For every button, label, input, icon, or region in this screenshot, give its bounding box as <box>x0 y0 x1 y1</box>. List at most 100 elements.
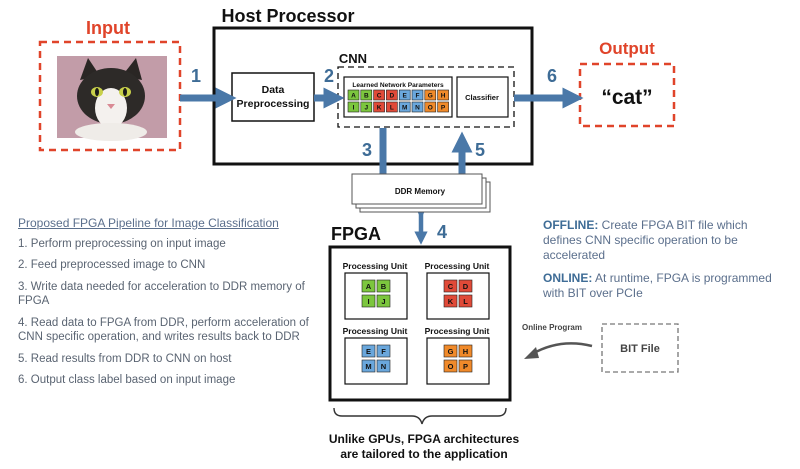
param-cell-label: B <box>364 93 369 100</box>
processing-unit-cell <box>376 279 391 293</box>
pipeline-step: 3. Write data needed for acceleration to… <box>18 280 305 308</box>
data-preprocessing-box <box>231 72 315 122</box>
fpga-title: FPGA <box>331 224 381 244</box>
data-preprocessing-label-1: Data <box>262 84 285 96</box>
param-cell <box>437 101 449 113</box>
param-cell <box>373 89 385 101</box>
param-cell-label: E <box>403 93 408 100</box>
pipeline-step: 2. Feed preprocessed image to CNN <box>18 259 206 271</box>
cat-image <box>57 56 167 141</box>
param-cell <box>424 89 437 101</box>
param-cell-label: C <box>377 93 382 100</box>
processing-unit-label: Processing Unit <box>343 261 408 271</box>
pipeline-step: 4. Read data to FPGA from DDR, perform a… <box>18 316 309 344</box>
param-cell <box>360 89 373 101</box>
processing-unit-cell <box>361 344 376 358</box>
param-cell <box>386 89 398 101</box>
param-cell-label: M <box>402 105 407 112</box>
processing-unit-cell-label: I <box>367 297 369 306</box>
data-preprocessing-label-2: Preprocessing <box>237 98 310 110</box>
param-cell-label: A <box>351 93 356 100</box>
param-cell <box>360 101 373 113</box>
cnn-label: CNN <box>339 51 367 66</box>
processing-unit-cell <box>376 359 391 373</box>
processing-unit-cell <box>458 359 473 373</box>
arrow-number-4: 4 <box>437 222 447 242</box>
param-cell <box>398 89 411 101</box>
param-cell <box>424 101 437 113</box>
processing-unit-cell <box>361 279 376 293</box>
classifier-box <box>456 76 509 118</box>
caption-line-1: Unlike GPUs, FPGA architectures <box>328 432 520 446</box>
host-processor-title: Host Processor <box>221 6 354 26</box>
processing-unit-cell <box>458 279 473 293</box>
processing-unit-label: Processing Unit <box>425 326 490 336</box>
processing-unit-cell-label: A <box>366 282 372 291</box>
param-cell-label: G <box>428 93 433 100</box>
processing-unit-box <box>344 272 408 320</box>
processing-unit-box <box>426 272 490 320</box>
processing-unit-cell-label: C <box>448 282 454 291</box>
processing-unit-label: Processing Unit <box>425 261 490 271</box>
online-program-label: Online Program <box>522 323 582 332</box>
ddr-memory <box>351 173 491 213</box>
pipeline-step: 6. Output class label based on input ima… <box>18 374 236 386</box>
pipeline-title: Proposed FPGA Pipeline for Image Classif… <box>18 216 279 230</box>
bit-file-box <box>601 323 679 373</box>
pipeline-step: 1. Perform preprocessing on input image <box>18 237 226 250</box>
param-cell-label: K <box>377 105 382 112</box>
processing-unit-cell <box>458 344 473 358</box>
param-cell <box>411 101 424 113</box>
processing-unit-cell-label: B <box>381 282 387 291</box>
processing-unit-cell-label: K <box>448 297 454 306</box>
param-cell <box>347 101 360 113</box>
online-note: ONLINE: At runtime, FPGA is programmed w… <box>543 271 788 301</box>
arrow-number-5: 5 <box>475 140 485 160</box>
processing-unit-cell-label: H <box>463 347 468 356</box>
processing-unit-cell-label: P <box>463 362 468 371</box>
param-cell-label: L <box>390 105 394 112</box>
processing-unit-box <box>426 337 490 385</box>
param-cell <box>373 101 385 113</box>
output-value: “cat” <box>601 86 652 109</box>
param-cell-label: P <box>441 105 446 112</box>
fpga-caption: Unlike GPUs, FPGA architectures are tail… <box>316 432 532 462</box>
arrow-number-6: 6 <box>547 66 557 86</box>
mode-notes: OFFLINE: Create FPGA BIT file which defi… <box>543 218 788 301</box>
param-cell <box>411 89 424 101</box>
processing-unit-cell <box>376 294 391 308</box>
param-cell <box>347 89 360 101</box>
learned-params-label: Learned Network Parameters <box>352 82 444 89</box>
processing-unit-cell <box>361 294 376 308</box>
param-cell-label: J <box>364 105 368 112</box>
online-program-arrowhead <box>524 347 539 359</box>
online-program-arrow <box>531 342 593 356</box>
processing-unit-cell <box>443 279 458 293</box>
processing-unit-cell-label: G <box>448 347 454 356</box>
output-label: Output <box>599 39 655 58</box>
processing-unit-cell-label: J <box>381 297 385 306</box>
processing-unit-cell <box>443 359 458 373</box>
param-cell-label: O <box>428 105 433 112</box>
online-text: At runtime, FPGA is programmed with BIT … <box>543 271 772 300</box>
processing-unit-label: Processing Unit <box>343 326 408 336</box>
param-cell-label: D <box>390 93 395 100</box>
param-cell <box>437 89 449 101</box>
processing-unit-cell-label: E <box>366 347 371 356</box>
processing-unit-box <box>344 337 408 385</box>
processing-unit-cell <box>376 344 391 358</box>
processing-unit-cell-label: F <box>381 347 386 356</box>
offline-text: Create FPGA BIT file which defines CNN s… <box>543 218 748 262</box>
param-cell <box>386 101 398 113</box>
caption-line-2: are tailored to the application <box>340 447 508 461</box>
processing-unit-cell-label: O <box>448 362 454 371</box>
online-label: ONLINE: <box>543 271 593 285</box>
input-label: Input <box>86 18 130 38</box>
fpga-brace <box>333 407 507 425</box>
arrow-number-2: 2 <box>324 66 334 86</box>
pipeline-step: 5. Read results from DDR to CNN on host <box>18 352 232 365</box>
processing-unit-cell <box>361 359 376 373</box>
